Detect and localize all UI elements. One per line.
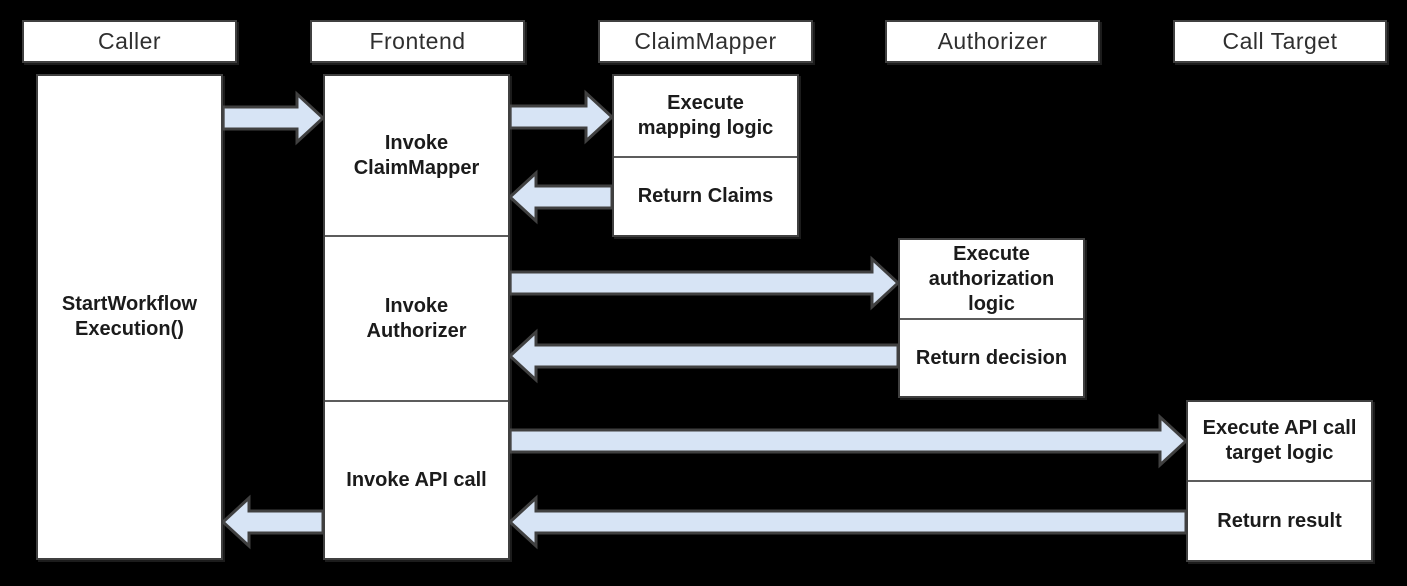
arrow-frontend-to-caller <box>220 494 325 550</box>
arrow-frontend-to-claimmapper <box>508 89 615 145</box>
arrow-calltarget-to-frontend <box>507 494 1188 550</box>
lane-header-claimmapper-label: ClaimMapper <box>634 28 777 54</box>
authorizer-step-execute-authorization-logic: Execute authorization logic <box>928 242 1055 315</box>
lane-header-caller-label: Caller <box>97 28 162 54</box>
lane-header-authorizer: Authorizer <box>885 20 1100 63</box>
activation-calltarget: Execute API call target logic Return res… <box>1186 400 1373 562</box>
activation-authorizer: Execute authorization logic Return decis… <box>898 238 1085 398</box>
lane-header-claimmapper: ClaimMapper <box>598 20 813 63</box>
calltarget-step-execute-api-call-target-logic: Execute API call target logic <box>1202 417 1357 464</box>
arrow-caller-to-frontend <box>221 90 326 146</box>
lane-header-frontend: Frontend <box>310 20 525 63</box>
arrow-frontend-to-calltarget <box>508 413 1189 469</box>
authorizer-step-return-decision: Return decision <box>915 346 1068 369</box>
activation-claimmapper: Execute mapping logic Return Claims <box>612 74 799 237</box>
arrow-authorizer-to-frontend <box>507 328 900 384</box>
arrow-frontend-to-authorizer <box>508 255 901 311</box>
claimmapper-step-execute-mapping-logic: Execute mapping logic <box>637 92 774 139</box>
divider <box>325 235 508 237</box>
divider <box>900 318 1083 320</box>
divider <box>325 400 508 402</box>
arrow-claimmapper-to-frontend <box>507 169 614 225</box>
lane-header-calltarget: Call Target <box>1173 20 1387 63</box>
frontend-step-invoke-api-call: Invoke API call <box>346 468 487 491</box>
calltarget-step-return-result: Return result <box>1217 509 1342 532</box>
lane-header-frontend-label: Frontend <box>369 28 466 54</box>
activation-frontend: Invoke ClaimMapper Invoke Authorizer Inv… <box>323 74 510 560</box>
divider <box>1188 480 1371 482</box>
lane-header-calltarget-label: Call Target <box>1222 28 1338 54</box>
activation-caller: StartWorkflow Execution() <box>36 74 223 560</box>
lane-header-authorizer-label: Authorizer <box>937 28 1048 54</box>
lane-header-caller: Caller <box>22 20 237 63</box>
frontend-step-invoke-authorizer: Invoke Authorizer <box>366 294 467 342</box>
claimmapper-step-return-claims: Return Claims <box>637 185 774 207</box>
caller-activation-label: StartWorkflow Execution() <box>61 293 198 340</box>
frontend-step-invoke-claimmapper: Invoke ClaimMapper <box>353 131 480 179</box>
divider <box>614 156 797 158</box>
